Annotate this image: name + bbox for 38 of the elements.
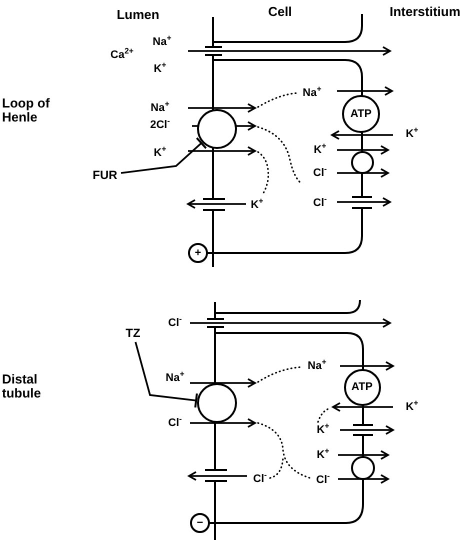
- inhibition-line: [134, 342, 198, 408]
- region-heading: Cell: [268, 4, 292, 20]
- ion-label: K$^{+}$: [154, 146, 166, 160]
- transporter-circle: [197, 109, 237, 149]
- ion-label: K$^{+}$: [250, 198, 264, 212]
- charge-circle: +: [188, 243, 208, 263]
- ion-label: K$^{+}$: [314, 144, 326, 156]
- transporter-circle: [350, 150, 374, 174]
- pump-circle: ATP: [342, 95, 380, 133]
- segment-heading: Distal tubule: [2, 372, 42, 402]
- ion-label: Na$^{+}$: [302, 86, 322, 100]
- pump-circle: ATP: [344, 368, 380, 406]
- transporter-circle: [351, 456, 375, 480]
- inhibition-line: [120, 136, 208, 174]
- segment-heading: Loop of Henle: [2, 96, 51, 126]
- region-heading: Lumen: [116, 8, 160, 22]
- drug-label: FUR: [91, 168, 119, 182]
- region-heading: Interstitium: [390, 4, 460, 20]
- ion-label: Cl$^{-}$: [316, 474, 330, 486]
- ion-label: Na$^{+}$: [152, 36, 172, 48]
- ion-label: Cl$^{-}$: [253, 472, 267, 486]
- drug-label: TZ: [123, 326, 143, 340]
- ion-label: Ca$^{2+}$: [110, 48, 134, 62]
- ion-label: 2Cl$^{-}$: [150, 118, 170, 132]
- ion-label: K$^{+}$: [406, 128, 418, 140]
- ion-label: Cl$^{-}$: [313, 166, 327, 180]
- ion-label: K$^{+}$: [316, 424, 330, 436]
- ion-label: Na$^{+}$: [150, 102, 170, 114]
- ion-label: Cl$^{-}$: [168, 416, 182, 430]
- ion-label: K$^{+}$: [154, 62, 166, 76]
- ion-label: K$^{+}$: [406, 400, 418, 414]
- transporter-circle: [197, 383, 237, 423]
- ion-label: Na$^{+}$: [166, 372, 184, 384]
- ion-label: Cl$^{-}$: [313, 196, 327, 210]
- ion-label: Cl$^{-}$: [168, 316, 182, 330]
- charge-circle: −: [190, 513, 210, 533]
- ion-label: Na$^{+}$: [308, 360, 326, 372]
- ion-label: K$^{+}$: [316, 448, 330, 462]
